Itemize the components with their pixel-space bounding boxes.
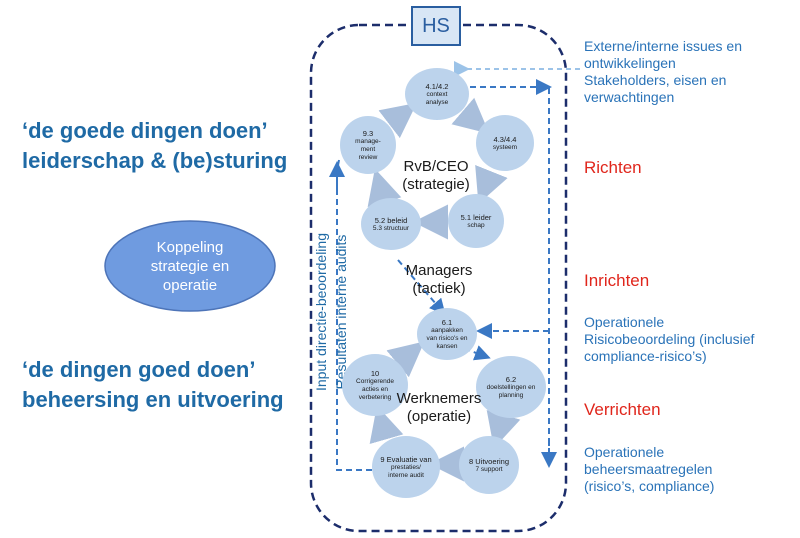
external-line2: ontwikkelingen (584, 55, 676, 71)
node-num: 9 Evaluatie van (380, 454, 432, 464)
level-managers: Managers (tactiek) (389, 262, 489, 298)
risk-line2: Risicobeoordeling (inclusief (584, 331, 755, 347)
node-text: verbetering (358, 393, 392, 401)
node-text: aanpakken (431, 326, 463, 334)
node-text: context (426, 90, 448, 98)
node-text: schap (467, 221, 485, 229)
node-evaluatie-audit: 9 Evaluatie van prestaties/ interne audi… (372, 436, 440, 498)
node-text: analyse (425, 98, 449, 106)
hs-label: HS (411, 6, 461, 46)
level-bot-line1: Werknemers (396, 390, 482, 407)
node-text: manage- (355, 137, 381, 145)
node-systeem: 4.3/4.4 systeem (476, 115, 534, 171)
node-text: doelstellingen en (486, 383, 536, 391)
node-context-analyse: 4.1/4.2 context analyse (405, 68, 469, 120)
cycle-arrow (378, 102, 417, 139)
node-text: planning (498, 391, 524, 399)
heading1-line2: leiderschap & (be)sturing (22, 148, 288, 173)
level-rvb-ceo: RvB/CEO (strategie) (386, 158, 486, 194)
node-text: 5.3 structuur (372, 224, 410, 232)
cycle-arrow (369, 405, 404, 445)
node-leiderschap: 5.1 leider schap (448, 194, 504, 248)
cycle-arrow (451, 97, 490, 134)
controls-line3: (risico’s, compliance) (584, 478, 715, 494)
external-line4: verwachtingen (584, 89, 675, 105)
external-line3: Stakeholders, eisen en (584, 72, 727, 88)
external-issues-text: Externe/interne issues en ontwikkelingen… (584, 38, 794, 106)
risk-line1: Operationele (584, 314, 665, 330)
heading1-line1: ‘de goede dingen doen’ (22, 118, 268, 143)
node-text: 7 support (475, 465, 503, 473)
node-corrigerende-acties: 10 Corrigerende acties en verbetering (342, 354, 408, 416)
node-num: 6.2 (505, 374, 517, 384)
node-management-review: 9.3 manage- ment review (340, 116, 396, 174)
koppeling-ellipse (104, 220, 276, 312)
controls-line1: Operationele (584, 444, 665, 460)
risicobeoordeling-text: Operationele Risicobeoordeling (inclusie… (584, 314, 794, 365)
node-num: 4.1/4.2 (425, 81, 449, 91)
ellipse-line1: Koppeling (156, 239, 224, 256)
node-text: kansen (436, 342, 458, 350)
node-text: prestaties/ (391, 463, 421, 471)
node-text: systeem (492, 143, 518, 151)
node-doelstellingen-planning: 6.2 doelstellingen en planning (476, 356, 546, 418)
node-num: 4.3/4.4 (493, 134, 517, 144)
node-text: acties en (361, 385, 389, 393)
node-num: 6.1 (441, 317, 453, 327)
level-top-line2: (strategie) (402, 176, 470, 193)
heading-dingen-goed-doen: ‘de dingen goed doen’ beheersing en uitv… (22, 355, 284, 415)
cycle-arrow (367, 168, 402, 208)
controls-line2: beheersmaatregelen (584, 461, 713, 477)
node-text: interne audit (388, 471, 424, 479)
heading2-line1: ‘de dingen goed doen’ (22, 357, 256, 382)
cycle-arrow (486, 409, 521, 449)
node-num: 8 Uitvoering (468, 456, 510, 466)
level-top-line1: RvB/CEO (403, 158, 469, 175)
level-bot-line2: (operatie) (406, 408, 472, 425)
node-risicos-kansen: 6.1 aanpakken van risico's en kansen (417, 308, 477, 360)
level-mid-line2: (tactiek) (412, 280, 466, 297)
cycle-arrow (386, 341, 425, 378)
node-text: van risico's en (426, 334, 468, 342)
richten-label: Richten (584, 158, 642, 177)
heading2-line2: beheersing en uitvoering (22, 387, 284, 412)
level-mid-line1: Managers (405, 262, 473, 279)
node-num: 5.1 leider (460, 212, 492, 222)
koppeling-label: Koppeling strategie en operatie (110, 238, 270, 295)
cycle-arrow (475, 164, 508, 204)
inrichten-label: Inrichten (584, 271, 650, 290)
node-uitvoering-support: 8 Uitvoering 7 support (459, 436, 519, 494)
ellipse-line3: operatie (162, 277, 218, 294)
vertical-input-directie: Input directie-beoordeling (313, 233, 329, 391)
node-num: 5.2 beleid (374, 215, 408, 225)
node-beleid-structuur: 5.2 beleid 5.3 structuur (361, 198, 421, 250)
heading-goede-dingen-doen: ‘de goede dingen doen’ leiderschap & (be… (22, 116, 287, 176)
verrichten-label: Verrichten (584, 400, 661, 419)
node-text: review (358, 153, 378, 161)
node-text: Corrigerende (356, 377, 394, 385)
beheersmaatregelen-text: Operationele beheersmaatregelen (risico’… (584, 444, 794, 495)
node-text: ment (360, 145, 376, 153)
node-num: 9.3 (362, 128, 374, 138)
level-werknemers: Werknemers (operatie) (384, 390, 494, 426)
risk-line3: compliance-risico’s) (584, 348, 707, 364)
node-num: 10 (370, 368, 380, 378)
external-line1: Externe/interne issues en (584, 38, 742, 54)
ellipse-line2: strategie en (150, 258, 230, 275)
